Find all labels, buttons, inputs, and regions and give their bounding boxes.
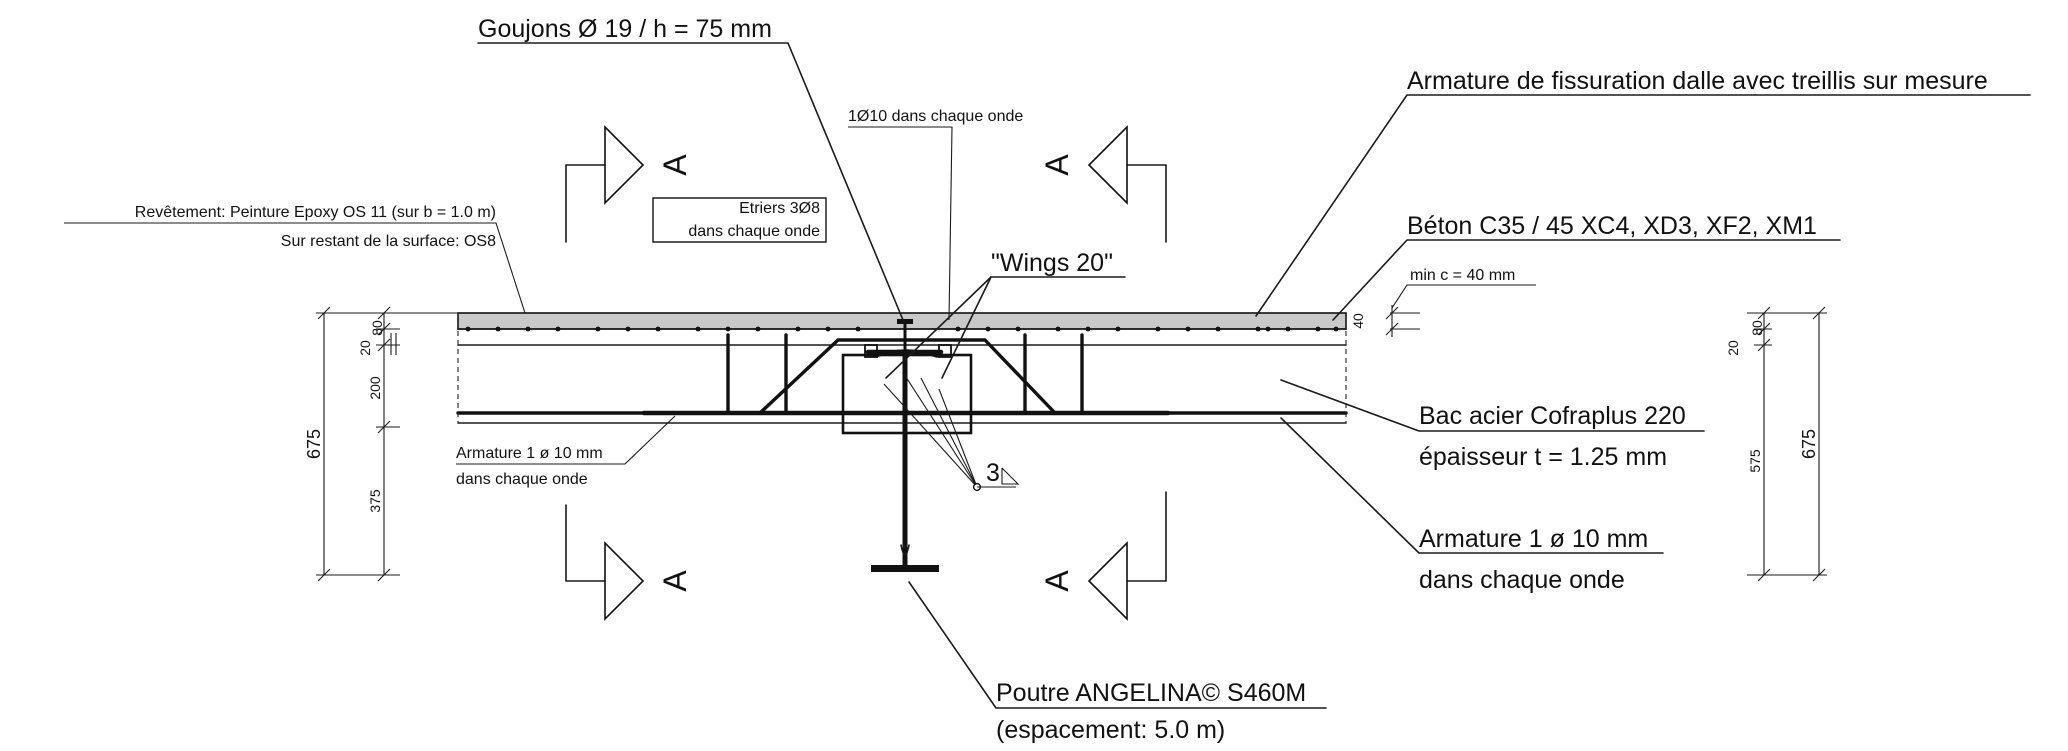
- dim-right-20: 20: [1725, 340, 1741, 356]
- dim-right-80: 80: [1749, 320, 1765, 336]
- dim-slab-top: 40: [1350, 305, 1420, 337]
- label-revetement-1: Revêtement: Peinture Epoxy OS 11 (sur b …: [135, 204, 496, 221]
- dim-right-total: 675: [1799, 429, 1819, 459]
- label-weld-size: 3: [986, 459, 1000, 487]
- label-wings: "Wings 20": [991, 249, 1113, 277]
- dim-right-575: 575: [1747, 449, 1763, 473]
- section-marker-bottom-right: A: [1039, 491, 1167, 621]
- wings-bars: [758, 338, 1057, 415]
- rebar-dots: [465, 326, 1339, 332]
- section-marker-label: A: [1039, 154, 1075, 176]
- section-marker-bottom-left: A: [565, 504, 693, 621]
- label-armature-fissuration: Armature de fissuration dalle avec treil…: [1407, 67, 1988, 95]
- dim-left-80: 80: [369, 320, 385, 336]
- section-marker-top-left: A: [565, 125, 693, 243]
- section-marker-top-right: A: [1039, 125, 1167, 243]
- label-1o10-onde: 1Ø10 dans chaque onde: [848, 108, 1023, 125]
- dim-left-200: 200: [367, 376, 383, 400]
- dimensions-left: 675 80 20 200 375: [304, 306, 458, 582]
- section-marker-label: A: [1039, 570, 1075, 592]
- label-etriers-1: Etriers 3Ø8: [739, 200, 820, 217]
- label-etriers-2: dans chaque onde: [688, 223, 820, 240]
- label-poutre-1: Poutre ANGELINA© S460M: [996, 679, 1306, 707]
- dim-left-375: 375: [367, 489, 383, 513]
- label-armature-right-2: dans chaque onde: [1419, 566, 1625, 594]
- label-armature-left-1: Armature 1 ø 10 mm: [456, 445, 603, 462]
- dim-slab-top-label: 40: [1350, 313, 1366, 329]
- label-revetement-2: Sur restant de la surface: OS8: [281, 233, 496, 250]
- label-poutre-2: (espacement: 5.0 m): [996, 716, 1225, 744]
- dim-left-total: 675: [304, 429, 324, 459]
- label-armature-right-1: Armature 1 ø 10 mm: [1419, 525, 1648, 553]
- label-goujons: Goujons Ø 19 / h = 75 mm: [478, 15, 772, 43]
- stirrups: [726, 333, 1084, 415]
- label-beton: Béton C35 / 45 XC4, XD3, XF2, XM1: [1407, 212, 1817, 240]
- dimensions-right: 80 20 575 675: [1725, 306, 1827, 582]
- label-bac-2: épaisseur t = 1.25 mm: [1419, 443, 1667, 471]
- label-bac-1: Bac acier Cofraplus 220: [1419, 402, 1686, 430]
- concrete-slab: [456, 312, 1348, 424]
- section-marker-label: A: [657, 154, 693, 176]
- steel-beam: [841, 319, 973, 572]
- beam-bottom-flange: [871, 565, 939, 572]
- dim-left-20: 20: [357, 340, 373, 356]
- section-marker-label: A: [657, 570, 693, 592]
- label-armature-left-2: dans chaque onde: [456, 471, 588, 488]
- leader-lines: [64, 42, 2031, 709]
- label-min-c: min c = 40 mm: [1410, 267, 1515, 284]
- etriers-box: [652, 197, 827, 243]
